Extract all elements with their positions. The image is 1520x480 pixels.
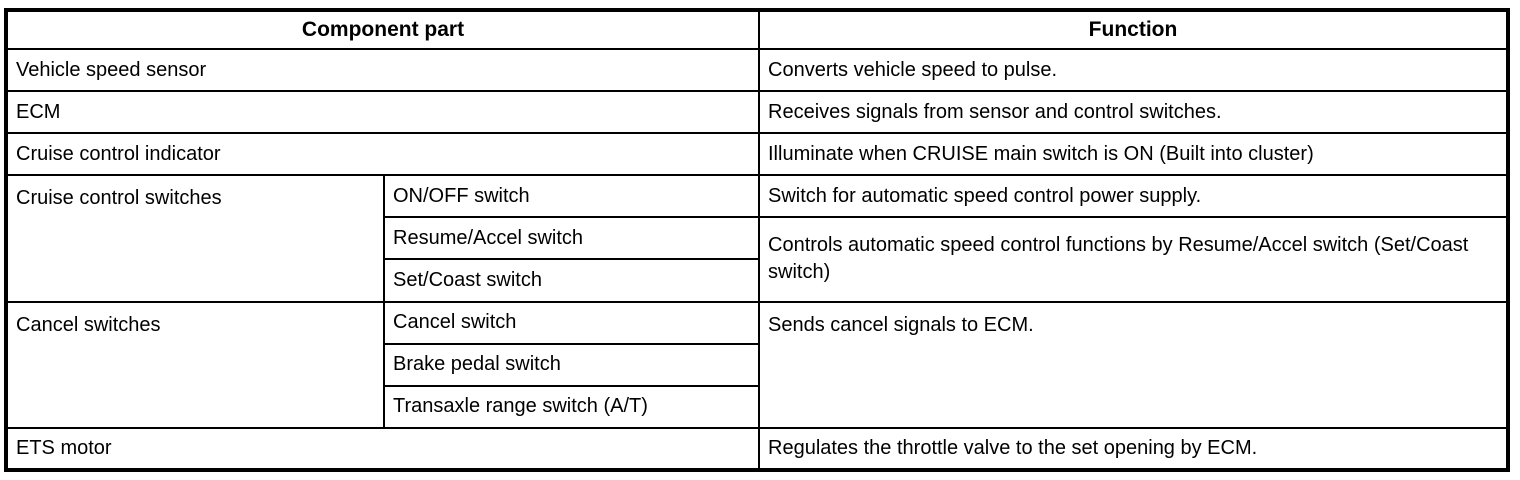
- cell-ets-motor: ETS motor: [5, 426, 760, 472]
- cell-cruise-control-switches: Cruise control switches: [5, 174, 385, 303]
- cell-function-vehicle-speed-sensor: Converts vehicle speed to pulse.: [758, 48, 1509, 93]
- cell-resume-accel-switch: Resume/Accel switch: [383, 216, 760, 261]
- cell-function-cancel-switches: Sends cancel signals to ECM.: [758, 300, 1509, 429]
- header-component-part: Component part: [5, 8, 760, 51]
- cell-cancel-switch: Cancel switch: [383, 300, 760, 345]
- table-row: Cruise control switches ON/OFF switch Sw…: [5, 174, 1509, 303]
- cell-set-coast-switch: Set/Coast switch: [383, 258, 760, 303]
- cell-function-on-off-switch: Switch for automatic speed control power…: [758, 174, 1509, 219]
- cell-transaxle-range-switch: Transaxle range switch (A/T): [383, 384, 760, 429]
- cell-brake-pedal-switch: Brake pedal switch: [383, 342, 760, 387]
- table-header-row: Component part Function: [5, 8, 1509, 51]
- header-function: Function: [758, 8, 1509, 51]
- cell-ecm: ECM: [5, 90, 760, 135]
- table-row: Resume/Accel switch Controls automatic s…: [6, 216, 1509, 303]
- cell-function-resume-accel-set-coast: Controls automatic speed control functio…: [758, 216, 1509, 303]
- cell-cruise-control-indicator: Cruise control indicator: [5, 132, 760, 177]
- table-row: Vehicle speed sensor Converts vehicle sp…: [5, 48, 1509, 93]
- cell-function-ets-motor: Regulates the throttle valve to the set …: [758, 426, 1509, 472]
- table-row: Transaxle range switch (A/T): [6, 384, 1508, 429]
- table-row: ECM Receives signals from sensor and con…: [5, 90, 1509, 135]
- table-row: ETS motor Regulates the throttle valve t…: [5, 426, 1509, 472]
- table-row: Cruise control indicator Illuminate when…: [5, 132, 1509, 177]
- cell-function-ecm: Receives signals from sensor and control…: [758, 90, 1509, 135]
- cell-on-off-switch: ON/OFF switch: [383, 174, 760, 219]
- table-row: Set/Coast switch: [6, 258, 1508, 303]
- table-row: Brake pedal switch: [6, 342, 1508, 387]
- component-function-table: Component part Function Vehicle speed se…: [4, 8, 1510, 472]
- table-row: Cancel switches Cancel switch Sends canc…: [5, 300, 1509, 429]
- cell-function-cruise-control-indicator: Illuminate when CRUISE main switch is ON…: [758, 132, 1509, 177]
- cell-cancel-switches: Cancel switches: [5, 300, 385, 429]
- cell-vehicle-speed-sensor: Vehicle speed sensor: [5, 48, 760, 93]
